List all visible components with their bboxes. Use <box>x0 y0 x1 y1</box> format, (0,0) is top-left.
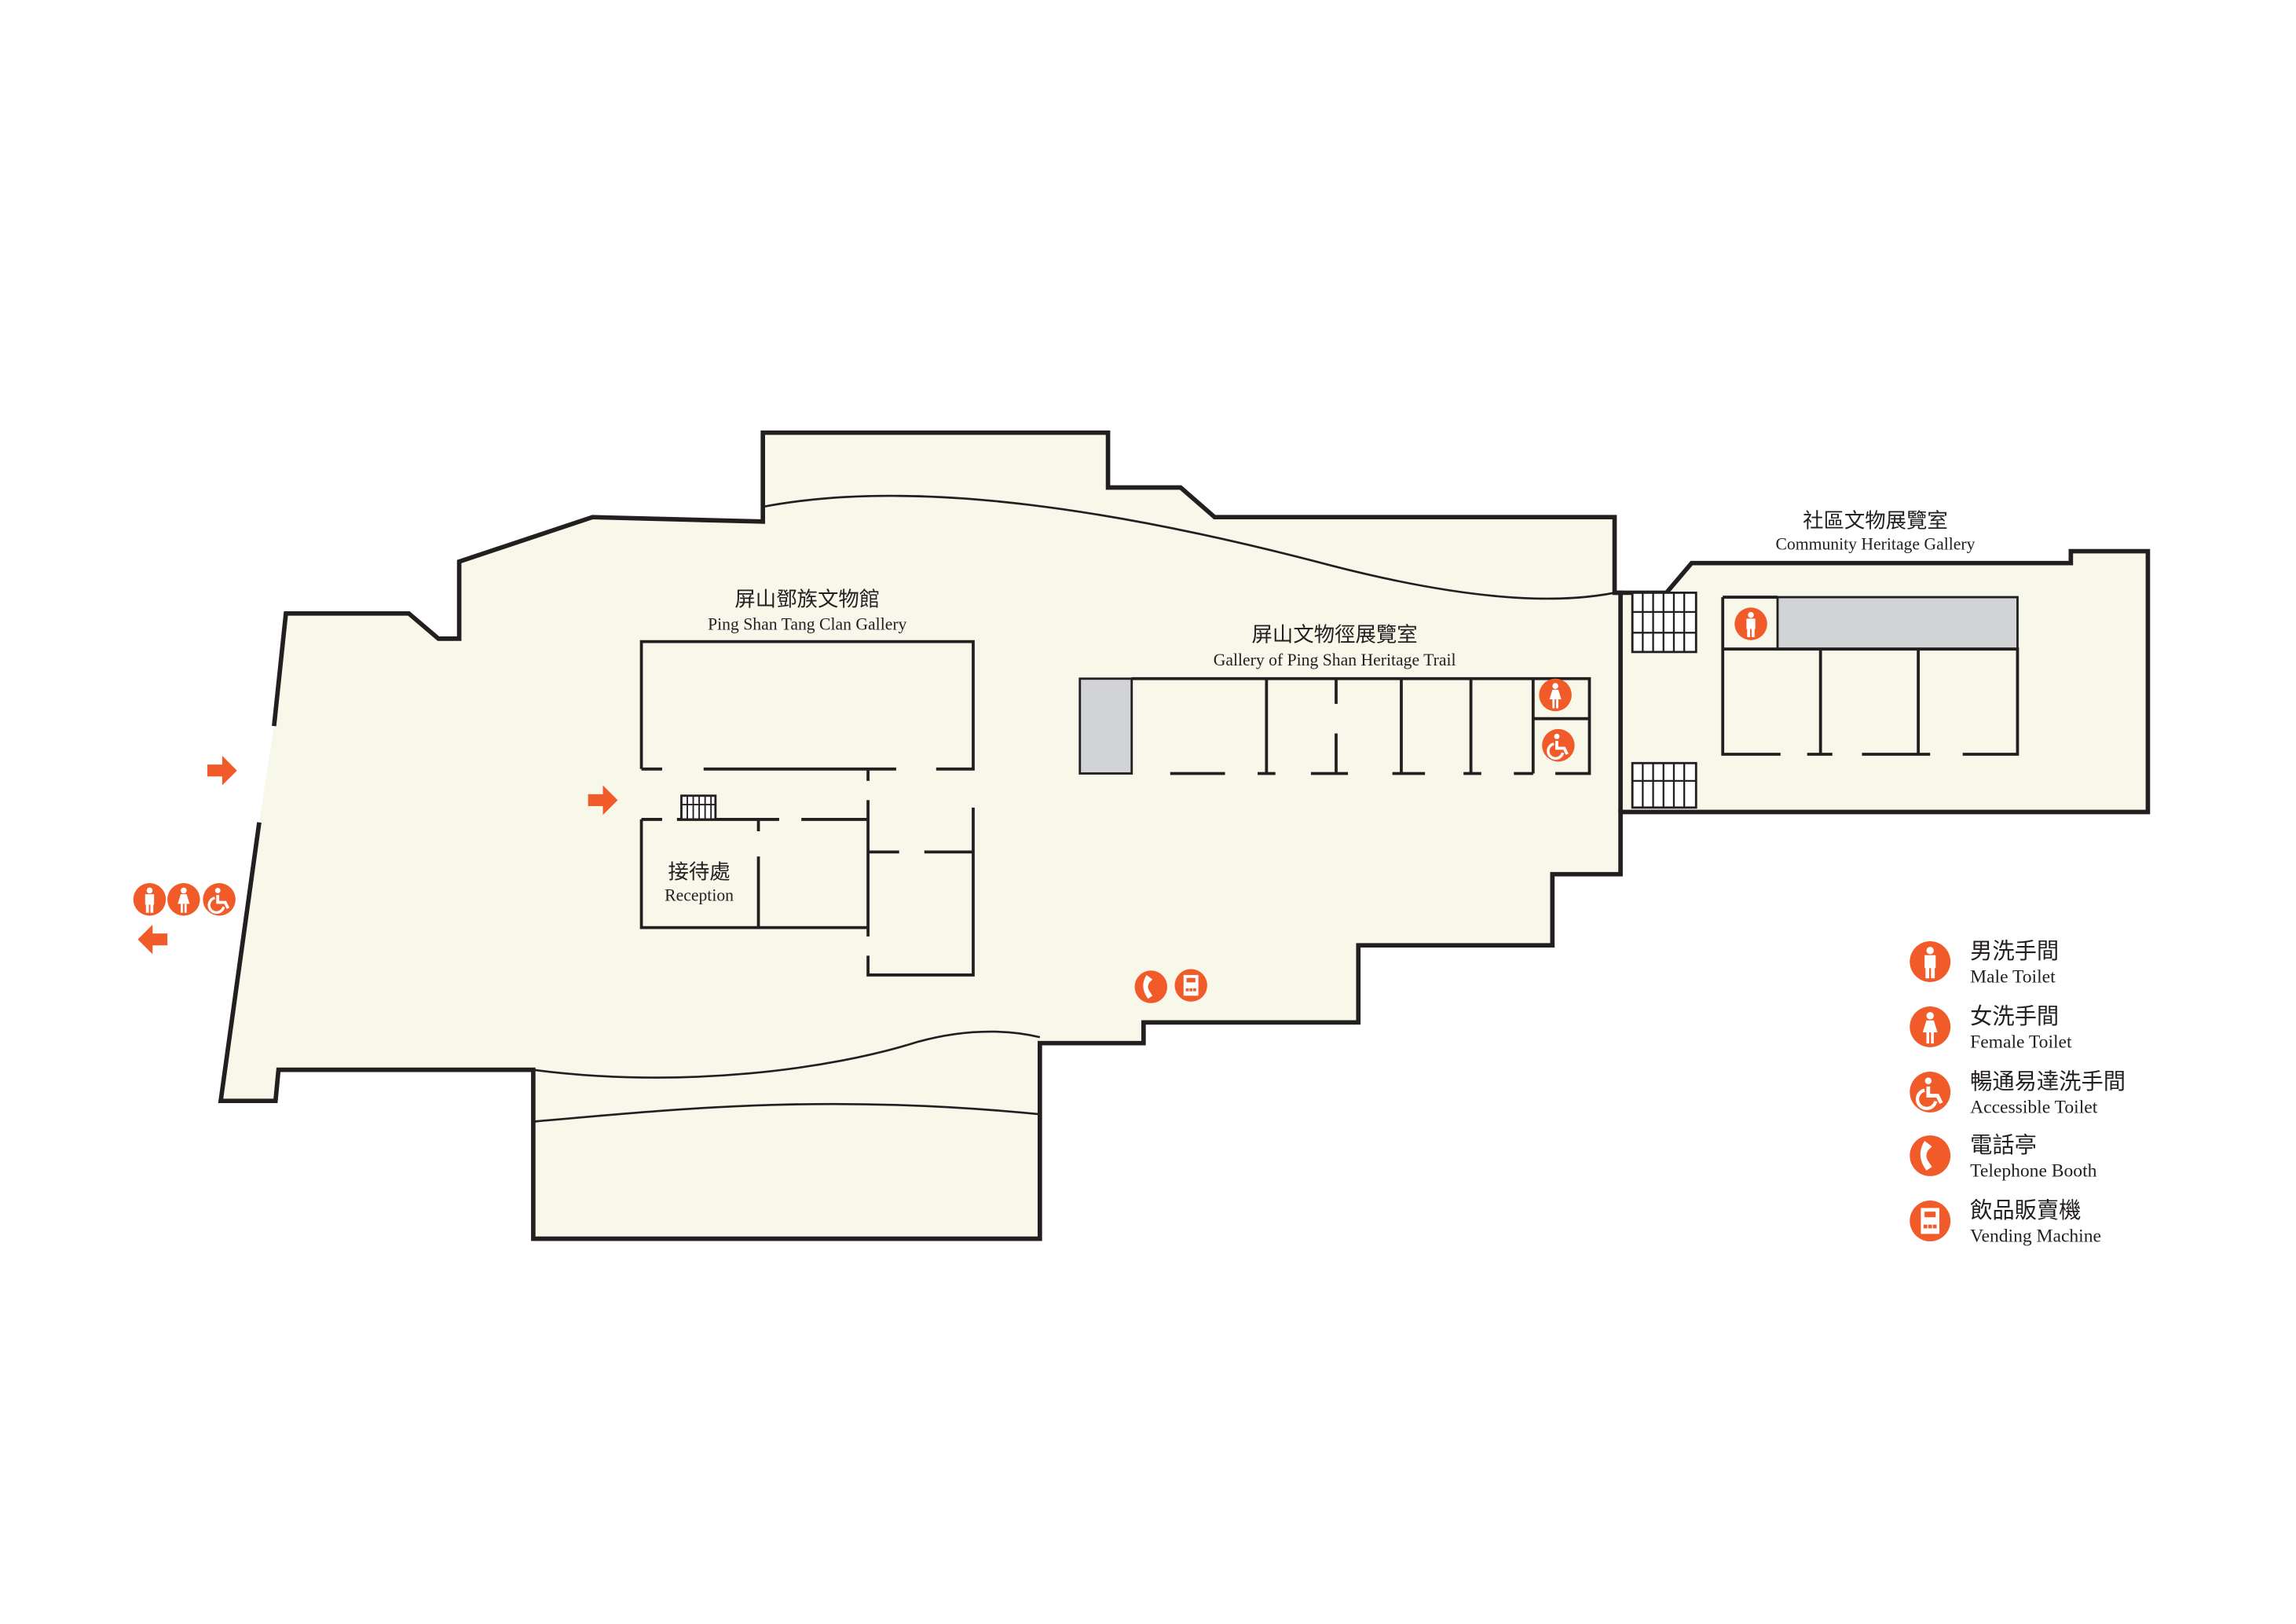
legend-male-toilet-icon <box>1910 941 1951 982</box>
curve-top <box>762 494 1615 600</box>
display-case <box>1776 596 2019 651</box>
display-case <box>1078 677 1133 775</box>
community-label-zh: 社區文物展覽室 <box>1803 508 1948 533</box>
stairs-reception <box>680 794 717 821</box>
legend-label-zh: 暢通易達洗手間 <box>1970 1069 2126 1094</box>
telephone-icon <box>1134 970 1168 1003</box>
accessible-toilet-icon <box>1540 728 1576 764</box>
legend-label-zh: 飲品販賣機 <box>1970 1197 2081 1223</box>
stairs-upper <box>1631 591 1697 654</box>
legend-label-en: Vending Machine <box>1970 1226 2101 1246</box>
legend-label-en: Accessible Toilet <box>1970 1097 2098 1117</box>
legend-accessible-toilet-icon <box>1910 1072 1950 1113</box>
legend-label-zh: 女洗手間 <box>1970 1003 2059 1029</box>
female-toilet-icon <box>167 883 200 916</box>
heritage-trail-walls <box>1131 676 1591 775</box>
tang-clan-label-en: Ping Shan Tang Clan Gallery <box>708 615 906 634</box>
legend-label-zh: 男洗手間 <box>1970 938 2059 964</box>
curve-lower <box>533 1102 1040 1123</box>
curve-bottom <box>533 1030 1041 1079</box>
stairs-lower <box>1631 761 1697 809</box>
legend-telephone-icon <box>1910 1135 1951 1176</box>
reception-label-en: Reception <box>665 886 734 905</box>
legend-label-en: Female Toilet <box>1970 1032 2072 1052</box>
vending-machine-icon <box>1174 969 1207 1002</box>
male-toilet-icon <box>133 883 167 916</box>
legend-label-en: Male Toilet <box>1970 966 2056 987</box>
community-walls <box>1721 596 2020 756</box>
heritage-trail-label-en: Gallery of Ping Shan Heritage Trail <box>1214 651 1456 669</box>
legend-vending-machine-icon <box>1910 1201 1951 1241</box>
tang-clan-label-zh: 屏山鄧族文物館 <box>734 587 880 611</box>
divider-wall <box>1614 590 1623 812</box>
legend-female-toilet-icon <box>1910 1006 1951 1047</box>
reception-label-zh: 接待處 <box>668 860 731 884</box>
accessible-toilet-icon <box>201 882 237 918</box>
legend-label-zh: 電話亭 <box>1970 1132 2037 1158</box>
female-toilet-icon <box>1539 678 1572 712</box>
tang-clan-walls <box>639 640 975 977</box>
legend: 男洗手間 Male Toilet 女洗手間 Female Toilet 暢通易達… <box>1910 938 2126 1246</box>
male-toilet-icon <box>1734 607 1767 640</box>
community-label-en: Community Heritage Gallery <box>1775 535 1975 554</box>
entrance-arrow-icon <box>207 755 237 786</box>
legend-label-en: Telephone Booth <box>1970 1160 2097 1181</box>
exit-arrow-icon <box>137 924 168 955</box>
heritage-trail-label-zh: 屏山文物徑展覽室 <box>1252 623 1418 647</box>
outer-wall <box>218 430 2151 1241</box>
